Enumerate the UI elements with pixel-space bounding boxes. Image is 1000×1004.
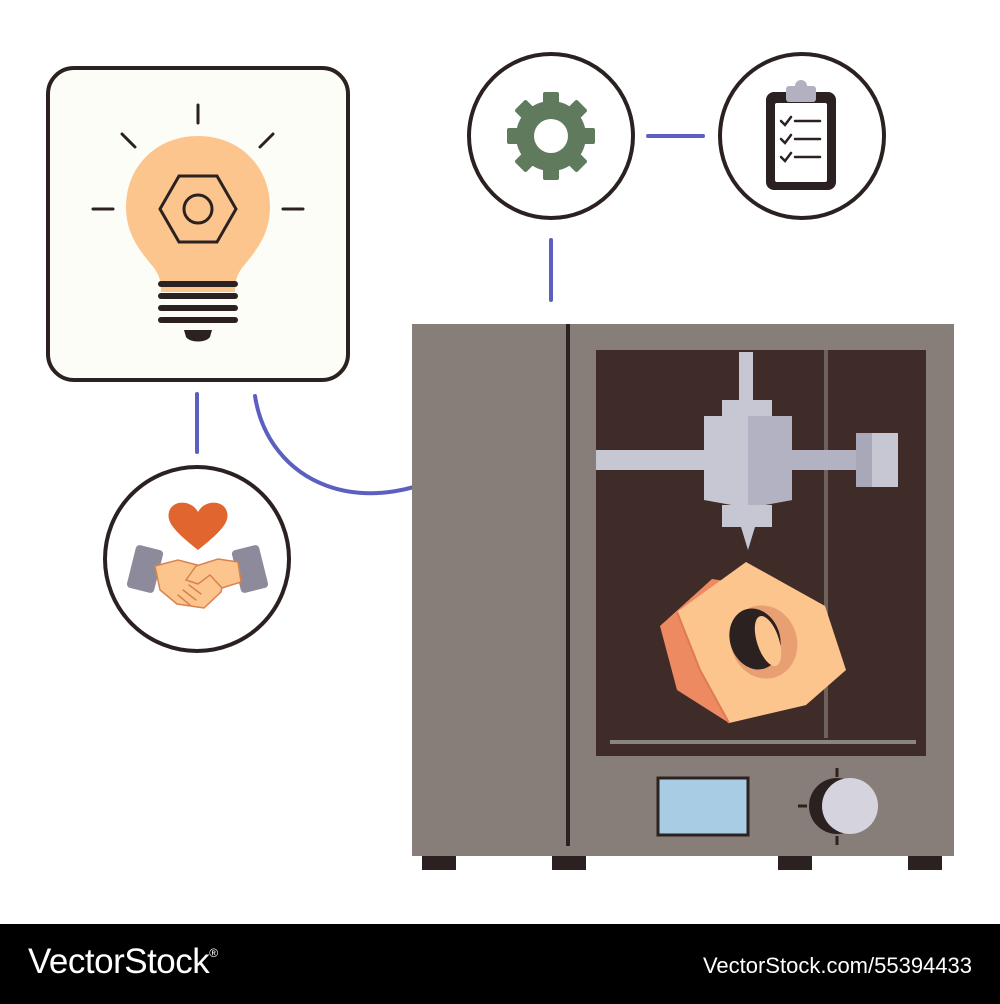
printed-hex-nut	[660, 562, 846, 724]
printer-control-knob	[798, 768, 878, 845]
clipboard-checklist-icon	[766, 80, 836, 190]
gear-circle	[467, 52, 635, 220]
print-bed	[610, 740, 916, 744]
lightbulb-base	[158, 281, 238, 342]
watermark-bar: VectorStock® VectorStock.com/55394433	[0, 924, 1000, 1004]
3d-printing-process-illustration	[46, 52, 954, 870]
heart-icon	[168, 502, 228, 550]
print-head	[596, 352, 898, 550]
lightbulb-icon	[91, 103, 305, 342]
hex-nut-icon	[158, 174, 238, 244]
brand-logo: VectorStock®	[28, 942, 218, 982]
clipboard-circle	[718, 52, 886, 220]
handshake-circle	[103, 465, 291, 653]
printer-rail	[824, 350, 828, 738]
printer-feet	[422, 855, 942, 870]
lightbulb-card	[46, 66, 350, 382]
registered-mark: ®	[209, 946, 218, 960]
handshake-icon	[126, 545, 269, 609]
brand-name: VectorStock	[28, 942, 210, 981]
image-id: VectorStock.com/55394433	[702, 953, 972, 978]
3d-printer-icon	[412, 324, 954, 870]
gear-icon	[507, 92, 595, 180]
printer-door-seam	[566, 324, 570, 846]
printer-display	[656, 776, 750, 837]
